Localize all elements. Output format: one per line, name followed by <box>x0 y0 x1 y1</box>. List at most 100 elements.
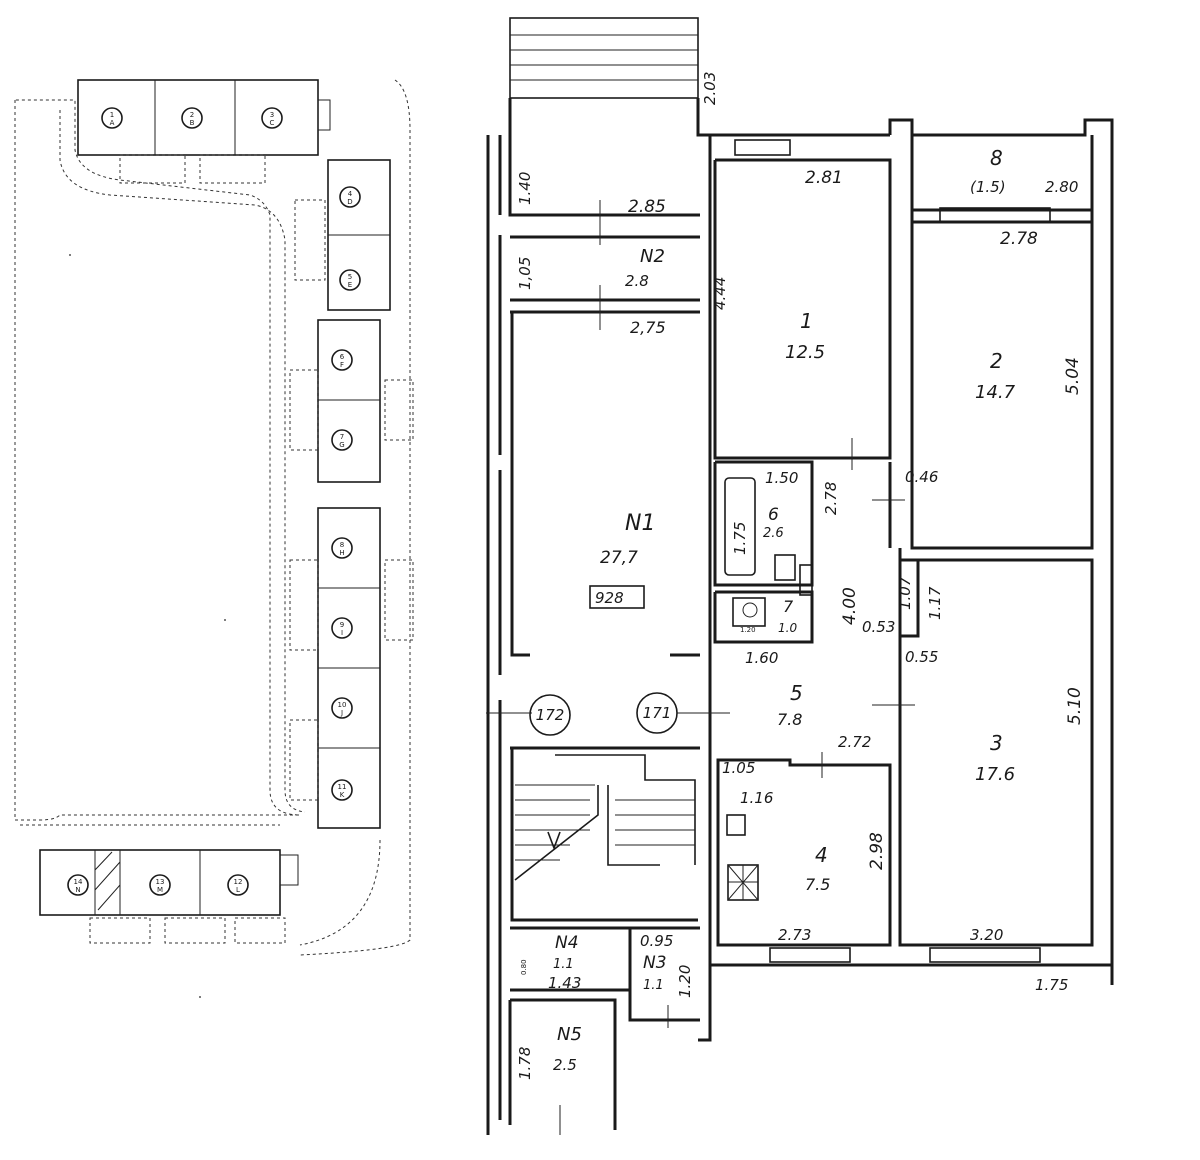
window <box>939 207 1051 223</box>
outer-wall-top <box>710 118 1114 985</box>
hall-5-walls <box>888 462 920 638</box>
corridor-wall-right <box>696 98 712 1042</box>
dot <box>224 619 226 621</box>
window <box>769 947 851 963</box>
dimension-label: 1.50 <box>765 469 798 487</box>
room-area-2: 14.7 <box>975 382 1016 403</box>
room-area-8: (1.5) <box>970 178 1006 196</box>
dimension-label: 2.72 <box>838 733 871 751</box>
unit-letter: D <box>347 198 352 206</box>
yard-patch <box>289 559 319 651</box>
fixtures <box>724 477 813 901</box>
room-label-n3: N3 <box>643 953 667 973</box>
unit-number: 8 <box>340 541 344 549</box>
room-area-n3: 1.1 <box>643 978 664 993</box>
unit-marker <box>339 186 361 208</box>
room-label-7: 7 <box>783 597 794 616</box>
toilet-icon <box>732 597 766 627</box>
unit-number: 4 <box>348 190 353 198</box>
bottom-curve <box>20 824 381 946</box>
yard-patch <box>289 719 319 801</box>
dot <box>69 254 71 256</box>
storage-block <box>510 926 700 992</box>
room-area-n4: 1.1 <box>553 957 574 972</box>
dimension-label: 2.80 <box>1045 178 1078 196</box>
unit-number: 10 <box>338 701 347 709</box>
unit-marker <box>331 429 353 451</box>
dimension-label: 1.75 <box>1035 976 1068 994</box>
stair-block <box>510 746 700 922</box>
unit-letter: A <box>110 119 115 127</box>
dimension-label: 2.03 <box>701 72 719 105</box>
room-area-4: 7.5 <box>805 875 830 894</box>
room-area-5: 7.8 <box>777 710 802 729</box>
yard-patch <box>234 917 286 944</box>
dimension-label: 2,75 <box>630 318 666 337</box>
room-labels: N1 27,7 928 N2 2.8 N3 1.1 N4 1.1 N5 2.5 … <box>553 146 1016 1074</box>
dimension-label: 2.85 <box>628 197 666 217</box>
unit-marker <box>331 697 353 719</box>
top-landing <box>509 17 699 99</box>
hatch <box>97 884 121 911</box>
dimension-label: 1.05 <box>722 759 755 777</box>
stairs <box>514 754 696 881</box>
room-1-walls <box>713 158 892 460</box>
dimension-label: 2.78 <box>822 482 840 515</box>
unit-marker <box>331 537 353 559</box>
dimension-label: 2.98 <box>867 832 887 870</box>
outer-path <box>59 110 306 813</box>
room-label-n4: N4 <box>555 933 579 953</box>
unit-number: 14 <box>74 878 83 886</box>
unit-marker <box>67 874 89 896</box>
unit-number: 5 <box>348 273 352 281</box>
unit-number: 9 <box>340 621 344 629</box>
room-extra-n1: 928 <box>595 589 624 607</box>
dimension-label: 1.07 <box>896 576 914 610</box>
annex <box>279 854 299 886</box>
apartment-walls <box>710 118 1114 985</box>
room-area-3: 17.6 <box>975 764 1015 785</box>
unit-letter: B <box>190 119 195 127</box>
dimension-label: 0.46 <box>905 468 938 486</box>
room-label-5: 5 <box>790 681 803 705</box>
stair-rail <box>607 785 660 866</box>
unit-marker <box>227 874 249 896</box>
dimension-label: 1,05 <box>516 257 534 290</box>
unit-marker <box>181 107 203 129</box>
unit-number: 2 <box>190 111 194 119</box>
landing-outline <box>509 17 699 99</box>
window <box>929 947 1041 963</box>
dimension-label: 4.00 <box>840 587 860 625</box>
unit-letter: F <box>340 361 344 369</box>
corridor-wall <box>508 98 700 217</box>
yard-patch <box>164 917 226 944</box>
hall-n1 <box>510 312 700 657</box>
stair-marker-172 <box>529 694 571 736</box>
yard-patch <box>384 379 414 441</box>
room-label-1: 1 <box>800 309 813 333</box>
hatch <box>94 851 113 871</box>
bathtub-icon <box>724 477 756 576</box>
unit-letter: C <box>270 119 275 127</box>
unit-number: 6 <box>340 353 345 361</box>
building-column <box>289 159 414 829</box>
yard-patch <box>289 369 319 451</box>
dot <box>199 996 201 998</box>
room-n5 <box>508 998 617 1130</box>
sink-icon <box>774 554 796 581</box>
unit-letter: H <box>339 549 344 557</box>
dimension-label: 0.80 <box>520 959 528 975</box>
dimension-label: 3.20 <box>970 926 1003 944</box>
unit-letter: M <box>157 886 163 894</box>
door-icon <box>799 564 813 596</box>
dimension-label: 5.04 <box>1063 357 1083 395</box>
yard-patch <box>89 917 151 944</box>
unit-letter: N <box>75 886 80 894</box>
dimension-label: 1.78 <box>516 1047 534 1080</box>
stair-diagonal <box>514 785 599 881</box>
room-3-walls <box>898 548 1094 947</box>
unit-number: 11 <box>338 783 347 791</box>
